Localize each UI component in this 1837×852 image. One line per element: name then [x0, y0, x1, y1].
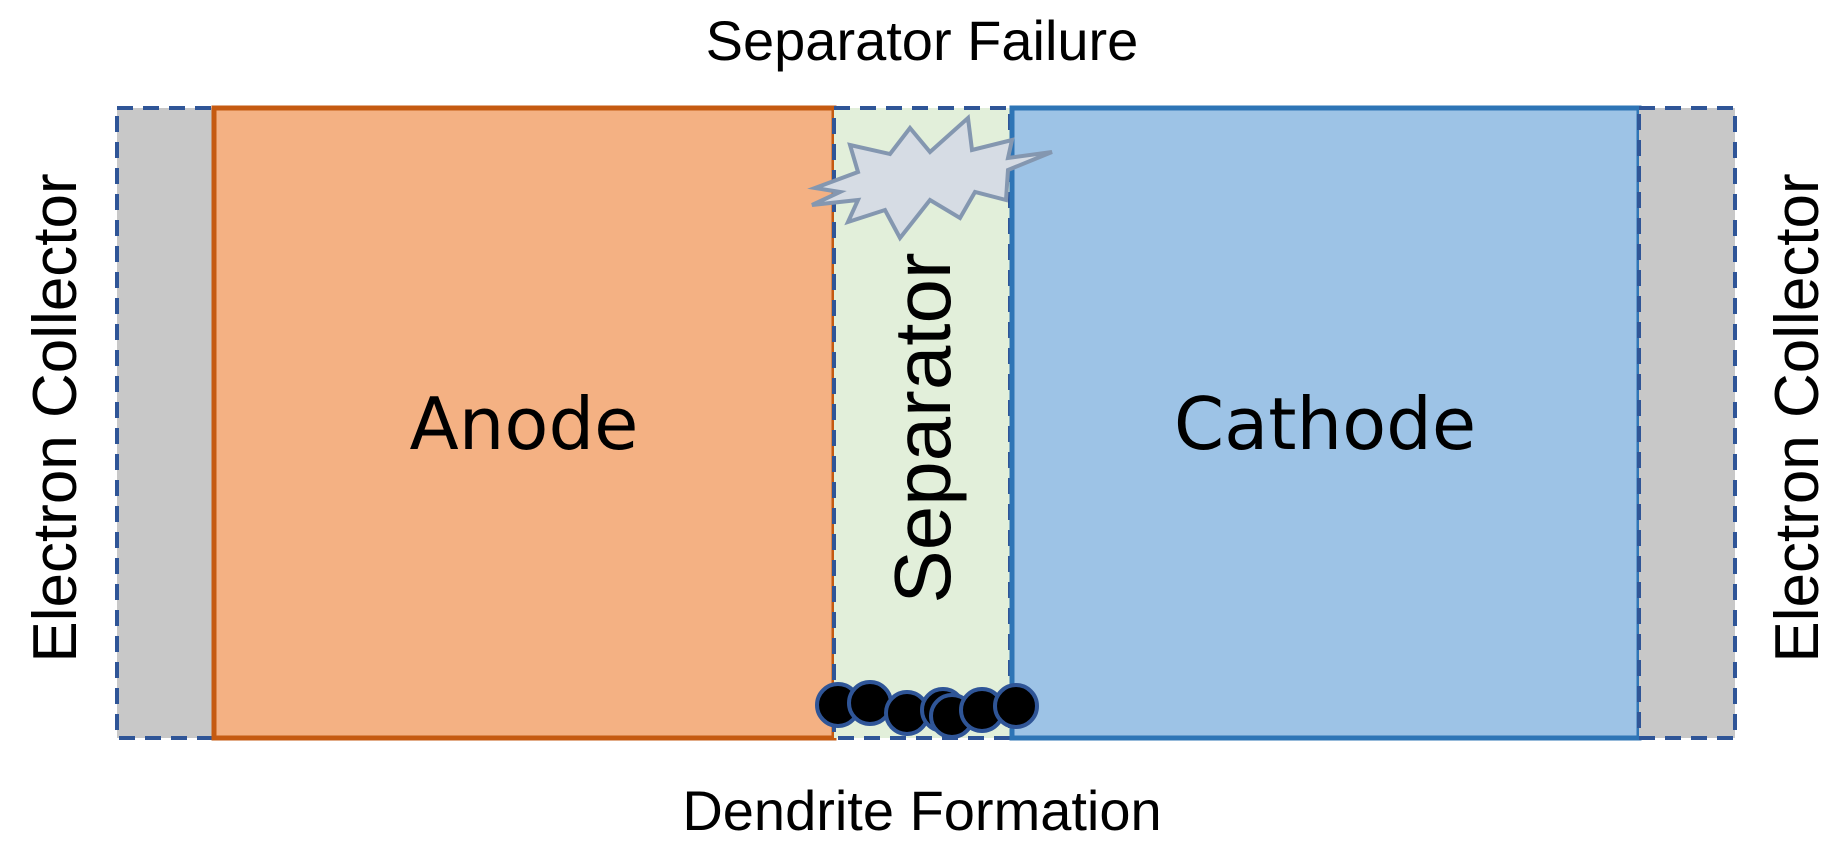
cathode-label: Cathode — [1174, 382, 1476, 466]
dendrite-formation-label: Dendrite Formation — [682, 779, 1161, 842]
right-collector-label: Electron Collector — [1763, 173, 1832, 662]
anode-region — [211, 105, 837, 741]
cathode-region — [1009, 105, 1642, 741]
right-electron-collector — [1637, 106, 1737, 740]
diagram-title: Separator Failure — [706, 9, 1139, 72]
dendrite-particle-icon — [993, 683, 1039, 729]
explosion-burst-icon — [807, 113, 1053, 242]
anode-label: Anode — [410, 382, 639, 466]
separator-label: Separator — [878, 252, 967, 603]
left-collector-label: Electron Collector — [21, 173, 90, 662]
left-electron-collector — [115, 106, 216, 740]
dendrite-cluster — [815, 680, 1039, 739]
